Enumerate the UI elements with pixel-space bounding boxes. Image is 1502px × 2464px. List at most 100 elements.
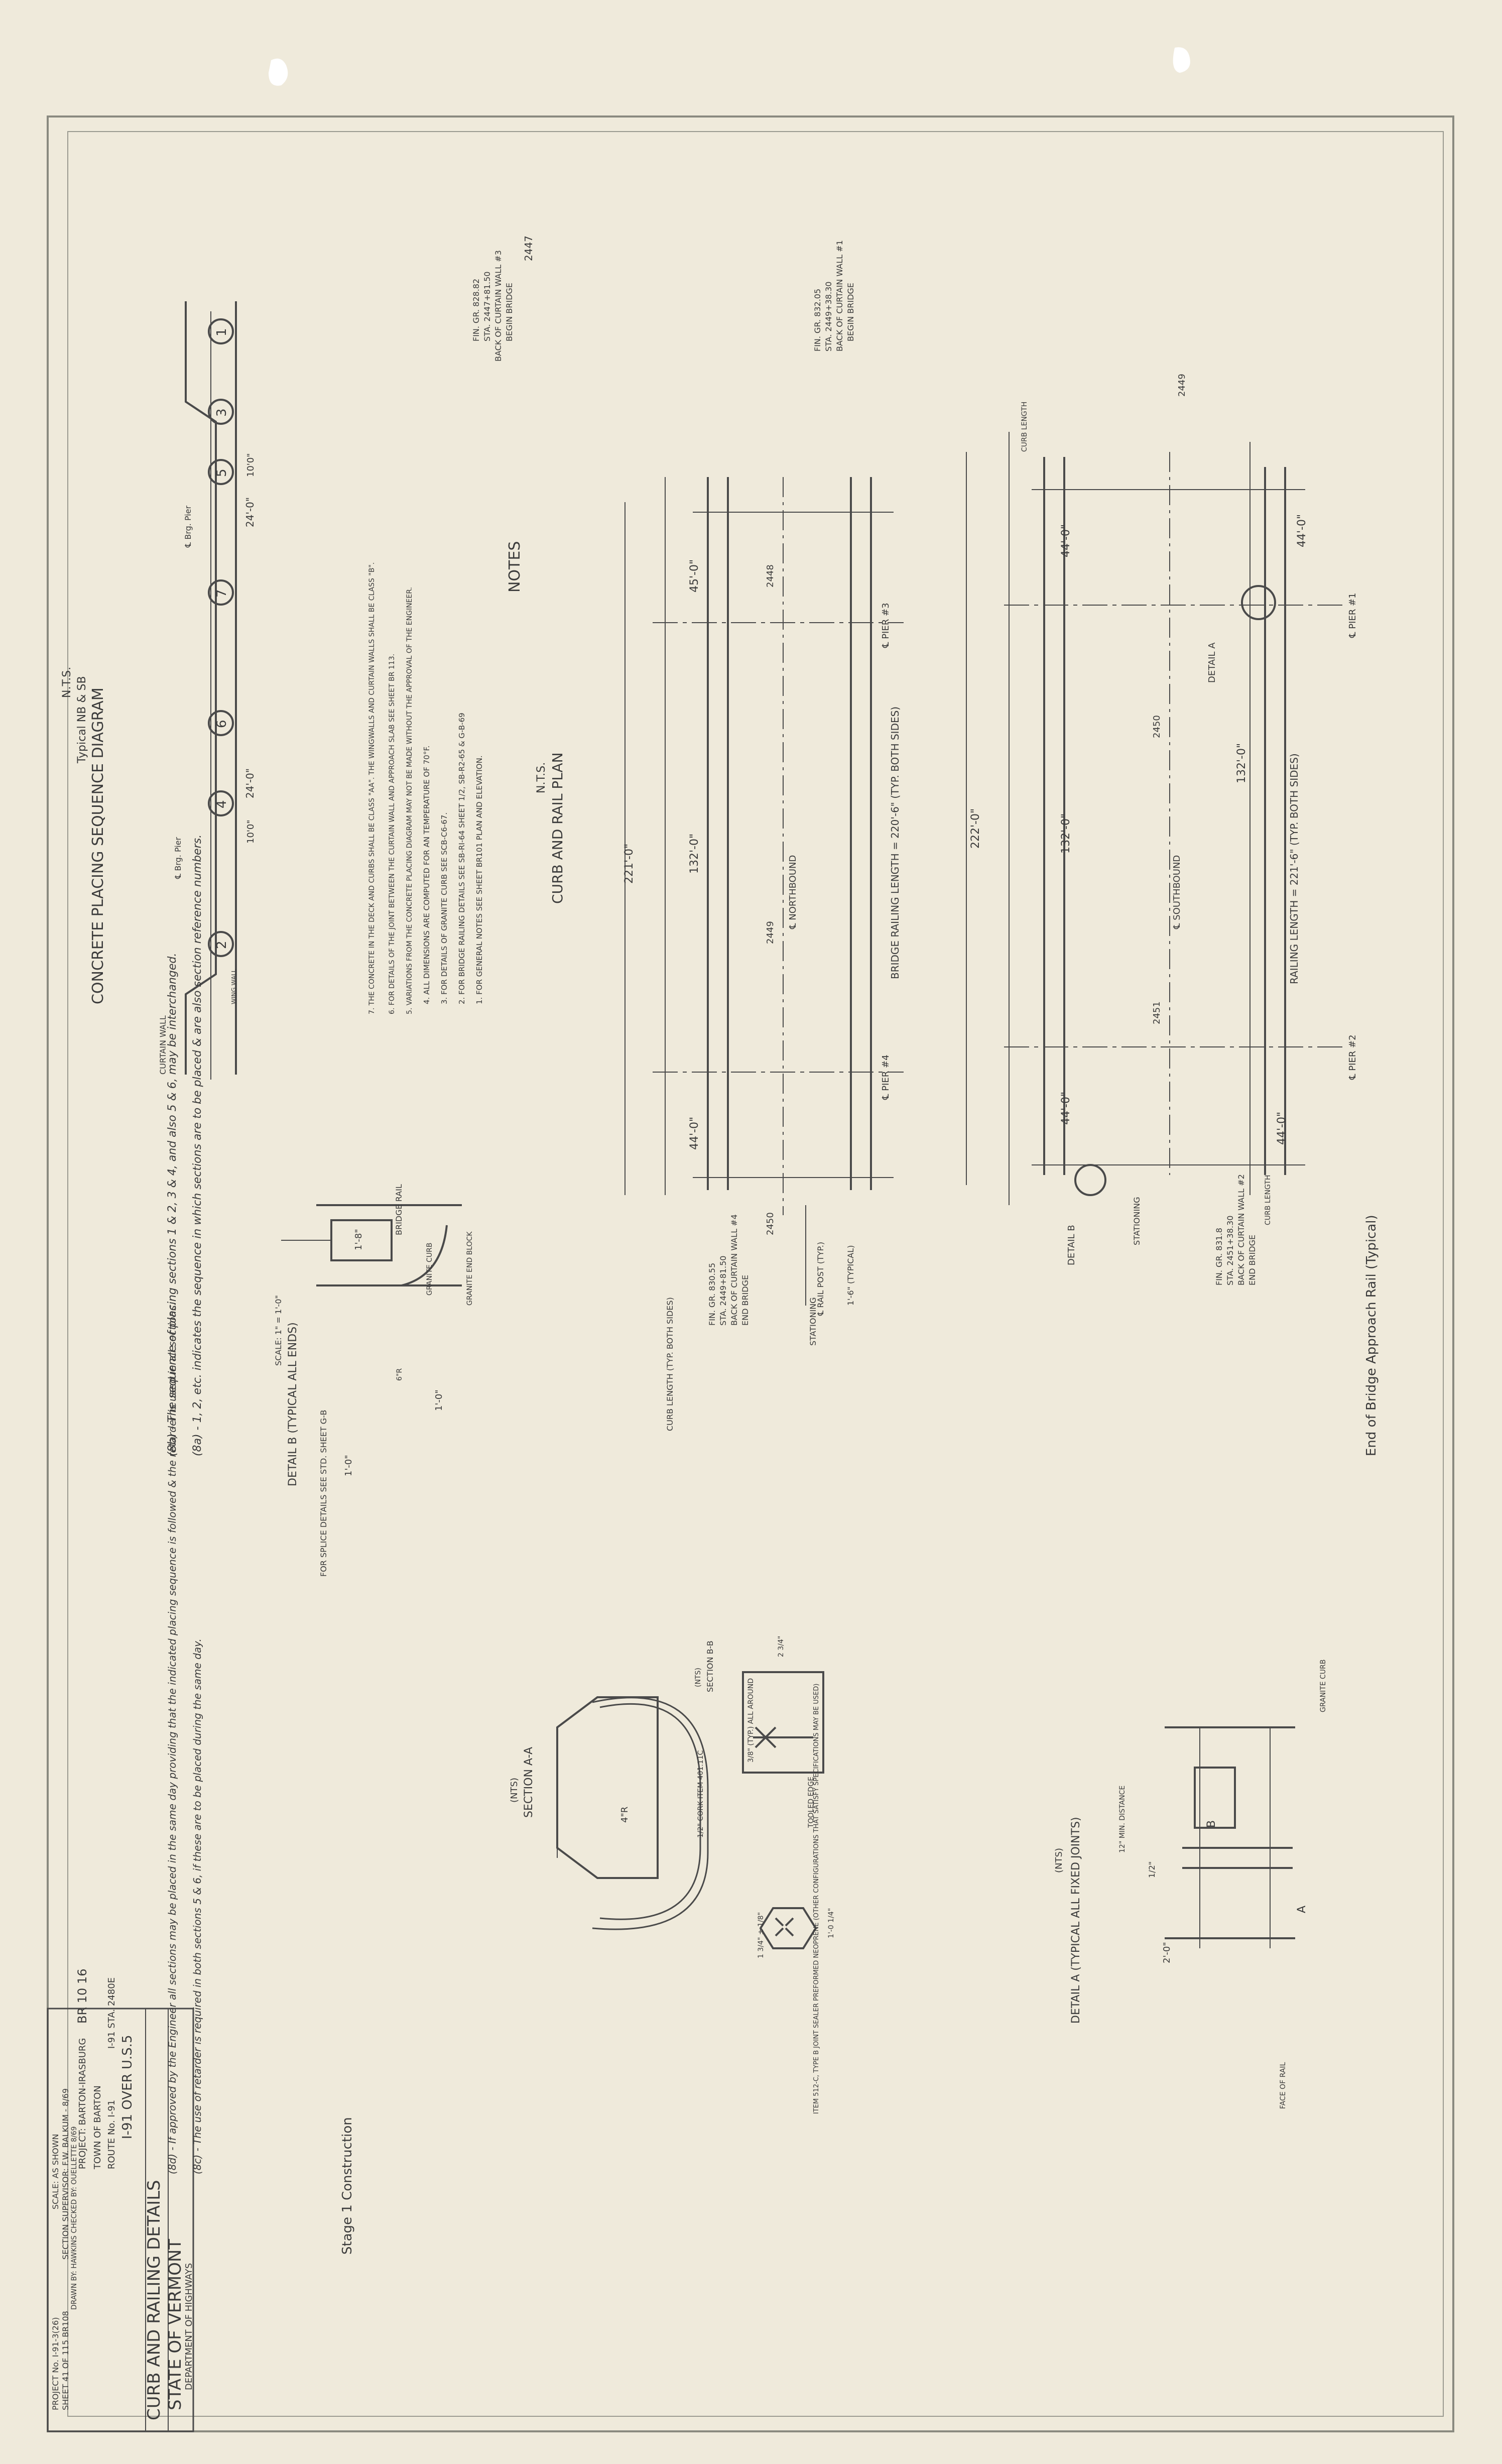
title-block-project-number: PROJECT No. I-91-3(26) [51,2317,60,2410]
curb-length-sb: CURB LENGTH [1021,402,1029,452]
detail-b-end-block: GRANITE END BLOCK [466,1231,474,1306]
placing-dim-left-small: 10'0" [245,453,256,477]
section-label-1: 1 [214,328,229,336]
curb-plan-title: CURB AND RAIL PLAN [549,752,566,904]
section-bb-scale: (NTS) [694,1668,702,1687]
end-bridge-nb-3: STA. 2449+81.50 [718,1256,728,1326]
title-block-project: PROJECT: BARTON-IRASBURG [77,2038,88,2169]
end-bridge-nb-1: END BRIDGE [740,1275,750,1326]
section-bb-dim-1: 2 3/4" [777,1636,785,1657]
note-6: 6. FOR DETAILS OF THE JOINT BETWEEN THE … [388,654,396,1014]
stationing-sb: STATIONING [1132,1197,1142,1245]
nb-station-2449: 2449 [765,921,776,944]
detail-a-face-of-rail: FACE OF RAIL [1279,2062,1287,2109]
placing-dim-left: 24'-0" [244,497,256,527]
detail-a-title: DETAIL A (TYPICAL ALL FIXED JOINTS) [1070,1817,1082,2024]
northbound-label: ℄ NORTHBOUND [788,855,798,929]
placing-diagram-scale: N.T.S. [61,667,73,698]
title-block-route: ROUTE No. I-91 [106,2100,117,2169]
section-label-4: 4 [214,800,229,808]
section-label-3: 3 [214,408,229,417]
stage-note: Stage 1 Construction [340,2117,355,2255]
detail-b-drawing [281,1204,462,1286]
note-4: 4. ALL DIMENSIONS ARE COMPUTED FOR AN TE… [422,746,431,1004]
nb-station-2448: 2448 [765,564,776,588]
sequence-note-b: (8b) - The sequence of placing sections … [166,953,179,1456]
detail-a-section-b: B [1205,1820,1218,1828]
section-bb-cork: 1/2" CORK ITEM 401.11C [697,1750,705,1838]
begin-bridge-sb-1: BEGIN BRIDGE [846,283,855,341]
detail-b-scale: SCALE: 1" = 1'-0" [274,1295,283,1366]
placing-diagram-drawing [185,301,237,1080]
outer-border [47,115,1454,2432]
approach-rail-note: End of Bridge Approach Rail (Typical) [1364,1215,1379,1456]
end-bridge-sb-1: END BRIDGE [1247,1235,1257,1285]
sb-station-2450: 2450 [1152,715,1162,738]
section-label-6: 6 [214,720,229,728]
placing-dim-right: 24'-0" [244,768,256,798]
rail-post-label: ℄ RAIL POST (TYP.) [816,1242,825,1316]
nb-total: 221'-0" [623,844,636,884]
title-block-station: I-91 STA. 2480E [106,1977,117,2049]
title-block-department: DEPARTMENT OF HIGHWAYS [184,2263,194,2390]
placing-pier-left: ℄ Brg. Pier [183,505,193,548]
detail-b-dim-18: 1'-8" [353,1229,364,1250]
section-aa-drawing [556,1696,709,1930]
detail-a-two-ft: 2'-0" [1162,1942,1172,1963]
pier4-label: ℄ PIER #4 [881,1054,891,1100]
bridge-rail-label: BRIDGE RAIL [394,1184,404,1235]
rail-length-nb: BRIDGE RAILING LENGTH = 220'-6" (TYP. BO… [889,707,901,979]
detail-b-granite-curb: GRANITE CURB [426,1243,434,1296]
detail-a-half: 1/2" [1147,1861,1157,1878]
section-bb-joint-sealer: ITEM 512-C, TYPE B JOINT SEALER PREFORME… [813,1684,820,2114]
end-bridge-sb-3: STA. 2451+38.30 [1225,1216,1235,1285]
detail-b-dim-10a: 1'-0" [434,1389,444,1411]
pier1-label: ℄ PIER #1 [1347,593,1358,638]
placing-wing-wall: WING WALL [230,969,237,1004]
sb-dim-upper-1: 44'-0" [1296,514,1308,547]
placing-pier-right: ℄ Brg. Pier [173,837,183,879]
detail-b-title: DETAIL B (TYPICAL ALL ENDS) [287,1322,299,1486]
begin-bridge-sb-3: STA. 2449+38.30 [824,282,833,351]
begin-bridge-nb-4: FIN. GR. 828.82 [471,279,481,341]
placing-curtain-wall: CURTAIN WALL [158,1015,168,1075]
section-bb-tooled-edge: TOOLED EDGE [807,1777,815,1828]
begin-bridge-nb-1: BEGIN BRIDGE [505,283,514,341]
sb-dim-upper-3: 44'-0" [1276,1112,1288,1145]
curb-plan-northbound [624,477,904,1306]
title-block-scale: SCALE: AS SHOWN [51,2134,60,2209]
sb-dim-3: 44'-0" [1060,1092,1072,1125]
detail-b-splice-note: FOR SPLICE DETAILS SEE STD. SHEET G-B [319,1410,328,1577]
curb-plan-scale: N.T.S. [535,762,548,793]
begin-bridge-nb-2: BACK OF CURTAIN WALL #3 [493,250,503,362]
curb-plan-station-2447: 2447 [523,236,535,261]
detail-a-granite-curb: GRANITE CURB [1319,1660,1327,1712]
nb-dim-1: 45'-0" [688,559,701,593]
title-block-project-no: BR 10 16 [75,1969,89,2024]
title-block-drawn: DRAWN BY: HAWKINS CHECKED BY: OUELLETTE … [70,2126,78,2310]
begin-bridge-nb-3: STA. 2447+81.50 [482,272,492,341]
section-bb-dim-3: 1 3/4" ± 1/8" [757,1912,765,1958]
placing-dim-right-small: 10'0" [245,819,256,844]
detail-a-callout: DETAIL A [1207,642,1217,683]
section-label-2: 2 [214,941,229,949]
note-7: 7. THE CONCRETE IN THE DECK AND CURBS SH… [368,562,376,1014]
title-block-town: TOWN OF BARTON [92,2085,103,2170]
detail-b-callout: DETAIL B [1066,1225,1077,1265]
nb-dim-3: 44'-0" [688,1117,701,1150]
title-block-crossing: I-91 OVER U.S.5 [120,2035,135,2139]
southbound-label: ℄ SOUTHBOUND [1172,855,1182,929]
curb-length-sb-end: CURB LENGTH [1264,1175,1272,1225]
pier3-label: ℄ PIER #3 [881,603,891,648]
curb-plan-southbound [966,432,1345,1205]
end-bridge-nb-2: BACK OF CURTAIN WALL #4 [729,1214,739,1326]
curb-length-typ: CURB LENGTH (TYP. BOTH SIDES) [665,1297,675,1431]
note-2: 2. FOR BRIDGE RAILING DETAILS SEE SB-RI-… [457,713,466,1004]
placing-diagram-title: CONCRETE PLACING SEQUENCE DIAGRAM [89,687,107,1004]
inner-border [67,131,1444,2417]
detail-a-drawing [1165,1726,1295,1948]
title-block-frame [47,2008,194,2432]
sb-dim-1: 44'-0" [1060,524,1072,557]
section-bb-drawing [742,1671,824,1949]
